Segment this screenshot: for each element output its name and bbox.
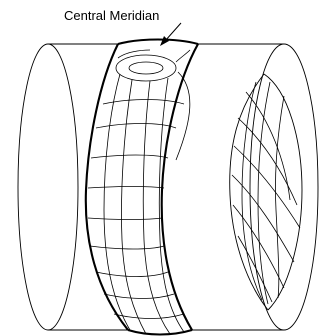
cylinder-left-end	[18, 44, 78, 330]
cylinder-outline	[48, 44, 284, 330]
globe-band	[86, 40, 198, 335]
globe-inside-cylinder	[230, 74, 302, 310]
central-meridian-label: Central Meridian	[64, 8, 159, 23]
central-meridian-arrow	[160, 23, 181, 46]
